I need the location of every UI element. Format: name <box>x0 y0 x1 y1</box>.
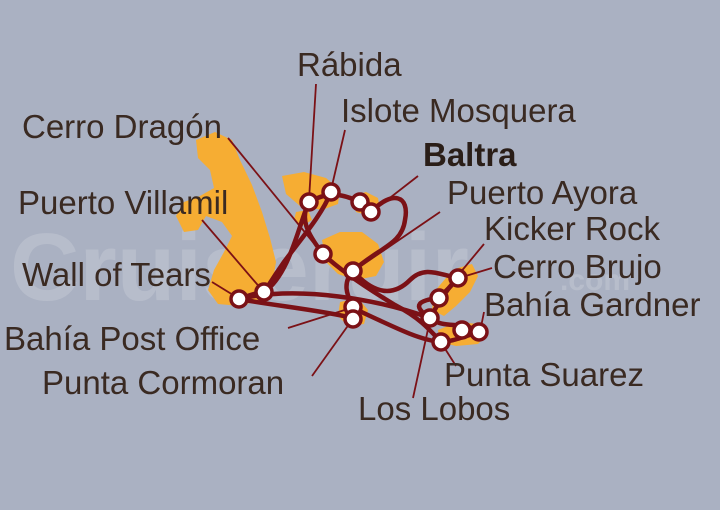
label-bahia-gardner: Bahía Gardner <box>484 286 700 323</box>
marker-espanola-west[interactable] <box>452 320 472 340</box>
marker-bahia-gardner[interactable] <box>469 322 489 342</box>
marker-islote-mosquera[interactable] <box>321 182 341 202</box>
marker-wall-of-tears[interactable] <box>229 289 249 309</box>
label-baltra: Baltra <box>423 136 517 173</box>
leader-cerro-dragon <box>227 137 322 253</box>
stop-markers <box>229 182 489 352</box>
island-isabela <box>176 132 276 306</box>
leader-puerto-ayora <box>354 211 441 271</box>
leader-los-lobos <box>412 319 431 399</box>
label-islote-mosquera: Islote Mosquera <box>341 92 576 129</box>
leader-lines <box>201 83 493 399</box>
leader-punta-cormoran <box>311 319 353 377</box>
marker-puerto-villamil[interactable] <box>254 282 274 302</box>
label-cerro-brujo: Cerro Brujo <box>493 248 662 285</box>
label-kicker-rock: Kicker Rock <box>484 210 661 247</box>
watermark-suffix: .com <box>560 264 630 297</box>
marker-los-lobos[interactable] <box>420 308 440 328</box>
label-wall-of-tears: Wall of Tears <box>22 256 211 293</box>
leader-baltra <box>372 175 419 212</box>
marker-punta-cormoran[interactable] <box>343 309 363 329</box>
leader-bahia-post-office <box>287 307 352 329</box>
marker-cerro-brujo[interactable] <box>448 268 468 288</box>
marker-rabida[interactable] <box>299 192 319 212</box>
marker-puerto-ayora[interactable] <box>343 261 363 281</box>
leader-puerto-villamil <box>201 219 263 291</box>
leader-rabida <box>308 83 317 201</box>
label-los-lobos: Los Lobos <box>358 390 510 427</box>
leader-islote-mosquera <box>330 129 346 191</box>
marker-baltra[interactable] <box>361 202 381 222</box>
route-segment <box>320 251 444 345</box>
label-cerro-dragon: Cerro Dragón <box>22 108 222 145</box>
label-puerto-ayora: Puerto Ayora <box>447 174 638 211</box>
route-segment <box>236 296 356 321</box>
marker-punta-suarez[interactable] <box>431 332 451 352</box>
route-segment <box>350 268 461 294</box>
label-punta-cormoran: Punta Cormoran <box>42 364 284 401</box>
route-segment <box>344 195 409 311</box>
marker-cerro-dragon[interactable] <box>313 244 333 264</box>
marker-kicker-rock[interactable] <box>429 288 449 308</box>
label-bahia-post-office: Bahía Post Office <box>4 320 260 357</box>
port-labels: Rábida Islote Mosquera Cerro Dragón Balt… <box>4 46 700 427</box>
label-punta-suarez: Punta Suarez <box>444 356 644 393</box>
label-rabida: Rábida <box>297 46 402 83</box>
label-puerto-villamil: Puerto Villamil <box>18 184 228 221</box>
